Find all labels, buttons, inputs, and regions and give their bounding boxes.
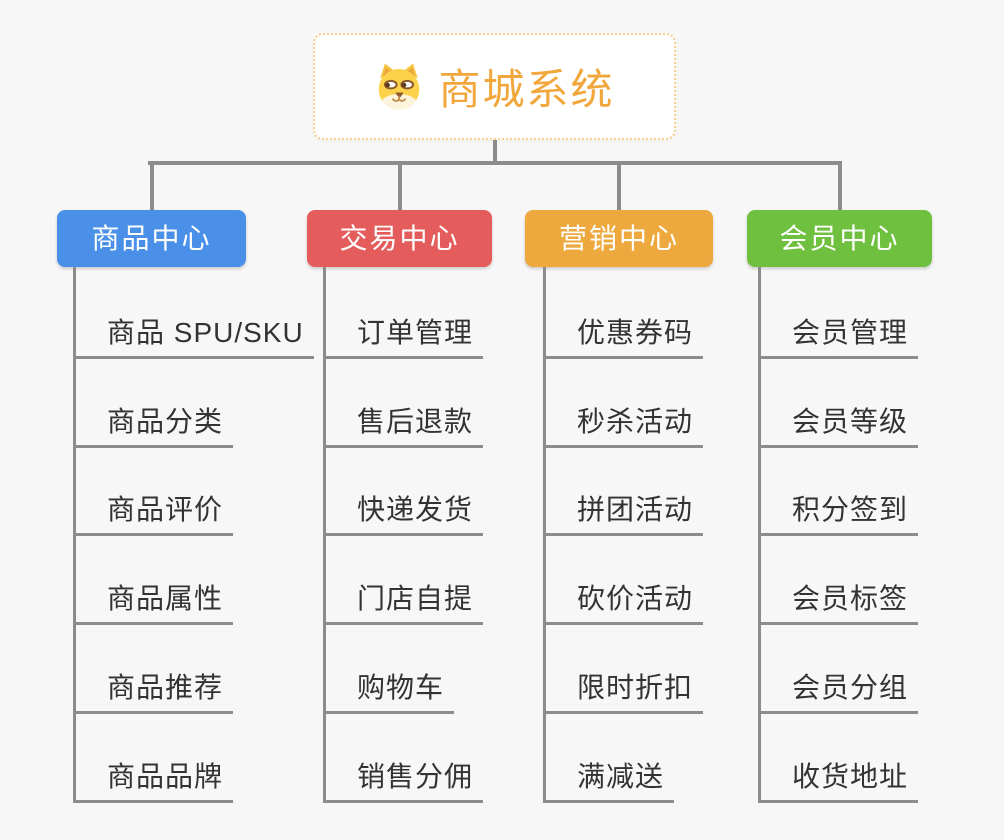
leaf-node[interactable]: 限时折扣 (543, 671, 704, 714)
root-title: 商城系统 (438, 66, 615, 113)
branch-node-product-center[interactable]: 商品中心 (57, 210, 246, 267)
leaf-node[interactable]: 门店自提 (323, 582, 484, 625)
root-connector-drop (493, 140, 497, 165)
leaf-node[interactable]: 优惠券码 (543, 316, 704, 359)
leaf-node[interactable]: 商品推荐 (73, 671, 234, 714)
leaf-node[interactable]: 积分签到 (758, 493, 919, 536)
leaf-node[interactable]: 购物车 (323, 671, 455, 714)
tree-connector-drop (397, 161, 402, 210)
tree-connector-drop (837, 161, 842, 210)
leaf-node[interactable]: 秒杀活动 (543, 405, 704, 448)
tree-connector-horizontal (148, 161, 841, 165)
leaf-node[interactable]: 销售分佣 (323, 760, 484, 803)
branch-node-member-center[interactable]: 会员中心 (747, 210, 932, 267)
leaf-node[interactable]: 会员等级 (758, 405, 919, 448)
leaf-node[interactable]: 商品属性 (73, 582, 234, 625)
leaf-node[interactable]: 收货地址 (758, 760, 919, 803)
leaf-node[interactable]: 快递发货 (323, 493, 484, 536)
leaf-node[interactable]: 满减送 (543, 760, 675, 803)
leaf-node[interactable]: 商品评价 (73, 493, 234, 536)
leaf-node[interactable]: 会员分组 (758, 671, 919, 714)
leaf-node[interactable]: 商品分类 (73, 405, 234, 448)
leaf-node[interactable]: 商品品牌 (73, 760, 234, 803)
branch-node-marketing-center[interactable]: 营销中心 (525, 210, 713, 267)
leaf-node[interactable]: 订单管理 (323, 316, 484, 359)
dog-face-icon (379, 63, 420, 110)
leaf-node[interactable]: 拼团活动 (543, 493, 704, 536)
branch-node-trade-center[interactable]: 交易中心 (307, 210, 492, 267)
root-node[interactable]: 商城系统 (313, 33, 676, 140)
leaf-node[interactable]: 商品 SPU/SKU (73, 316, 314, 359)
leaf-node[interactable]: 售后退款 (323, 405, 484, 448)
leaf-node[interactable]: 会员标签 (758, 582, 919, 625)
tree-connector-drop (149, 161, 154, 210)
leaf-node[interactable]: 会员管理 (758, 316, 919, 359)
tree-connector-drop (617, 161, 621, 210)
leaf-node[interactable]: 砍价活动 (543, 582, 704, 625)
